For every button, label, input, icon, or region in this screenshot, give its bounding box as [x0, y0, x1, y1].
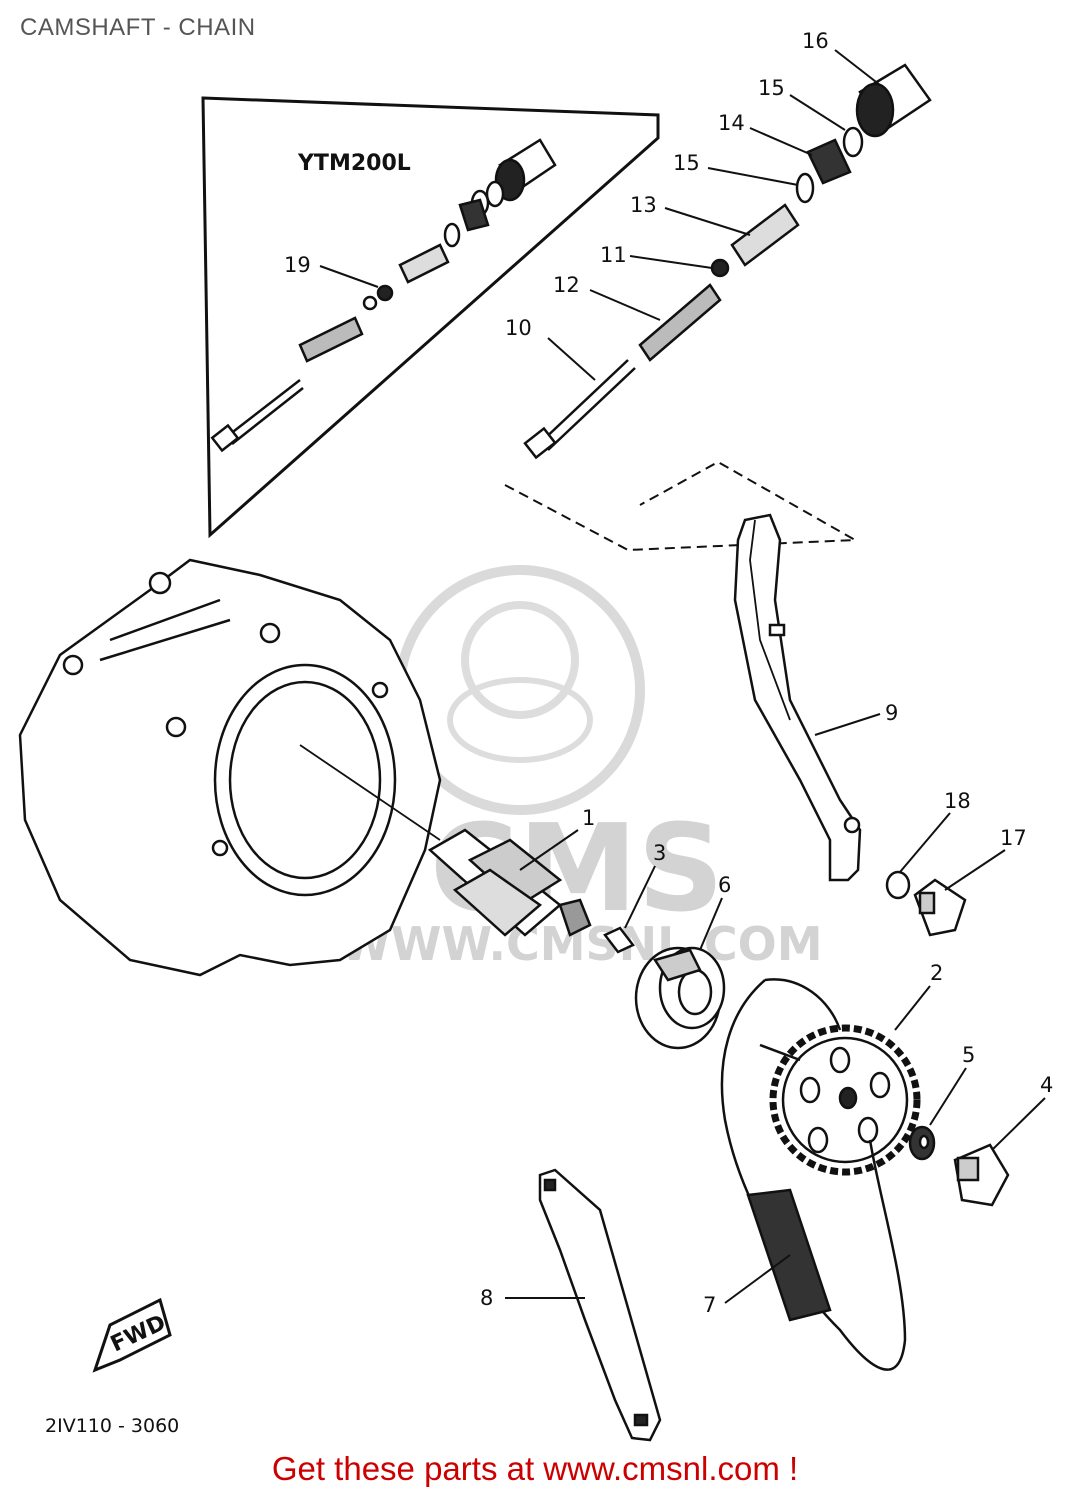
diagram-code: 2IV110 - 3060: [45, 1415, 179, 1437]
callout-2: 2: [894, 961, 943, 1031]
callout-15-lower: 15: [673, 151, 799, 186]
callout-12: 12: [553, 273, 661, 321]
callout-17: 17: [944, 826, 1027, 891]
chain-guide-lower: [538, 1168, 662, 1442]
callout-label-8: 8: [480, 1286, 493, 1310]
assembly-link-outline: [504, 460, 859, 552]
callout-13: 13: [630, 193, 751, 236]
callout-14: 14: [718, 111, 813, 156]
tensioner-assembly: [523, 63, 932, 460]
callout-label-3: 3: [653, 841, 666, 865]
callout-label-13: 13: [630, 193, 657, 217]
callout-8: 8: [480, 1286, 585, 1310]
callout-19: 19: [284, 253, 379, 288]
cam-sprocket-hub: [634, 946, 726, 1050]
callout-7: 7: [703, 1254, 791, 1317]
exploded-parts-diagram: CMS WWW.CMSNL.COM YTM200L 19: [18, 29, 1053, 1442]
sprocket-washer: [908, 1125, 936, 1161]
callout-18: 18: [899, 789, 971, 873]
callout-1: 1: [519, 806, 595, 871]
callout-label-6: 6: [718, 873, 731, 897]
callout-3: 3: [624, 841, 666, 929]
callout-label-10: 10: [505, 316, 532, 340]
callout-label-15-repeat: 15: [673, 151, 700, 175]
callout-label-18: 18: [944, 789, 971, 813]
callout-5: 5: [929, 1043, 975, 1126]
callout-6: 6: [699, 873, 731, 951]
callout-label-4: 4: [1040, 1073, 1053, 1097]
callout-label-14: 14: [718, 111, 745, 135]
callout-10: 10: [505, 316, 596, 381]
guide-bolt: [885, 870, 967, 937]
callout-label-7: 7: [703, 1293, 716, 1317]
callout-label-17: 17: [1000, 826, 1027, 850]
callout-9: 9: [814, 701, 898, 736]
callout-label-2: 2: [930, 961, 943, 985]
camshaft: [299, 744, 592, 937]
footer-link-text[interactable]: Get these parts at www.cmsnl.com !: [271, 1450, 799, 1487]
cylinder-head: [18, 558, 442, 977]
callout-label-19: 19: [284, 253, 311, 277]
callout-label-11: 11: [600, 243, 627, 267]
callout-16: 16: [802, 29, 881, 86]
callout-label-9: 9: [885, 701, 898, 725]
callout-label-15: 15: [758, 76, 785, 100]
page-title: CAMSHAFT - CHAIN: [20, 14, 256, 41]
pin: [603, 926, 635, 954]
callout-label-12: 12: [553, 273, 580, 297]
inset-model-label: YTM200L: [297, 151, 411, 176]
sprocket-bolt: [953, 1143, 1010, 1207]
callout-15-upper: 15: [758, 76, 846, 131]
callout-label-16: 16: [802, 29, 829, 53]
cam-sprocket: [769, 1024, 921, 1176]
callout-label-1: 1: [582, 806, 595, 830]
callout-11: 11: [600, 243, 713, 269]
fwd-arrow-marker: FWD: [92, 1297, 172, 1373]
inset-tensioner-assembly: [210, 138, 557, 453]
callout-4: 4: [991, 1073, 1053, 1151]
chain-guide-upper: [733, 513, 862, 882]
inset-frame: [201, 96, 660, 539]
callout-label-5: 5: [962, 1043, 975, 1067]
